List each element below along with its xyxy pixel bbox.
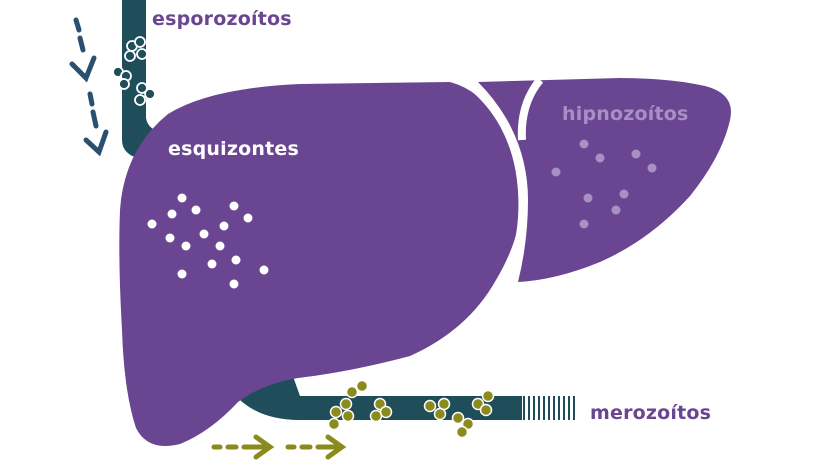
hypnozoites-label: hipnozoítos <box>562 103 689 125</box>
liver-large-lobe <box>119 82 522 446</box>
sporozoite <box>118 78 130 90</box>
schizont <box>147 219 157 229</box>
hypnozoite <box>551 167 561 177</box>
schizont <box>229 201 239 211</box>
merozoite <box>339 397 353 411</box>
ligament-notch <box>517 77 544 141</box>
schizont <box>177 193 187 203</box>
sporozoite <box>124 50 136 62</box>
hypnozoite <box>583 193 593 203</box>
hypnozoite <box>595 153 605 163</box>
liver-small-lobe <box>478 78 731 282</box>
arrow-1-dash <box>77 35 86 53</box>
merozoite <box>369 409 383 423</box>
sporozoite <box>134 94 146 106</box>
outgoing-blood-vessel <box>240 366 522 420</box>
sporozoite <box>136 82 148 94</box>
arrow-2-dash <box>87 91 95 107</box>
schizont <box>259 265 269 275</box>
merozoite <box>455 425 469 439</box>
hypnozoite <box>631 149 641 159</box>
hypnozoite <box>579 139 589 149</box>
sporozoites-label: esporozoítos <box>152 8 292 30</box>
schizont <box>219 221 229 231</box>
schizont <box>181 241 191 251</box>
schizont <box>177 269 187 279</box>
merozoite <box>327 417 341 431</box>
merozoite <box>479 403 493 417</box>
schizont <box>165 233 175 243</box>
schizonts-label: esquizontes <box>168 138 299 160</box>
sporozoite-entry-arrows <box>69 17 109 157</box>
sporozoite <box>134 36 146 48</box>
merozoite <box>433 407 447 421</box>
schizont <box>199 229 209 239</box>
merozoite <box>355 379 369 393</box>
schizont <box>215 241 225 251</box>
schizont <box>229 279 239 289</box>
arrow-1-dash <box>73 17 82 33</box>
schizont <box>231 255 241 265</box>
merozoite <box>481 389 495 403</box>
hypnozoite <box>611 205 621 215</box>
lobe-fissure <box>467 80 528 284</box>
hypnozoite <box>619 189 629 199</box>
merozoite <box>451 411 465 425</box>
vessel-stripes <box>523 396 575 420</box>
sporozoite <box>136 48 148 60</box>
merozoite <box>423 399 437 413</box>
schizont <box>207 259 217 269</box>
merozoite <box>329 405 343 419</box>
merozoite-exit-arrows <box>211 434 347 460</box>
schizont <box>243 213 253 223</box>
sporozoite <box>144 88 156 100</box>
schizont-group <box>147 193 269 289</box>
merozoite <box>341 409 355 423</box>
hypnozoite <box>647 163 657 173</box>
sporozoite-group <box>112 36 156 106</box>
hypnozoite-group <box>551 139 657 229</box>
hypnozoite <box>579 219 589 229</box>
arrow-1-head <box>69 55 97 83</box>
merozoites-label: merozoítos <box>590 402 712 424</box>
schizont <box>191 205 201 215</box>
arrow-2-dash <box>90 109 99 129</box>
merozoite-group <box>327 379 495 439</box>
merozoite <box>345 385 359 399</box>
schizont <box>167 209 177 219</box>
arrow-2-head <box>83 129 109 157</box>
